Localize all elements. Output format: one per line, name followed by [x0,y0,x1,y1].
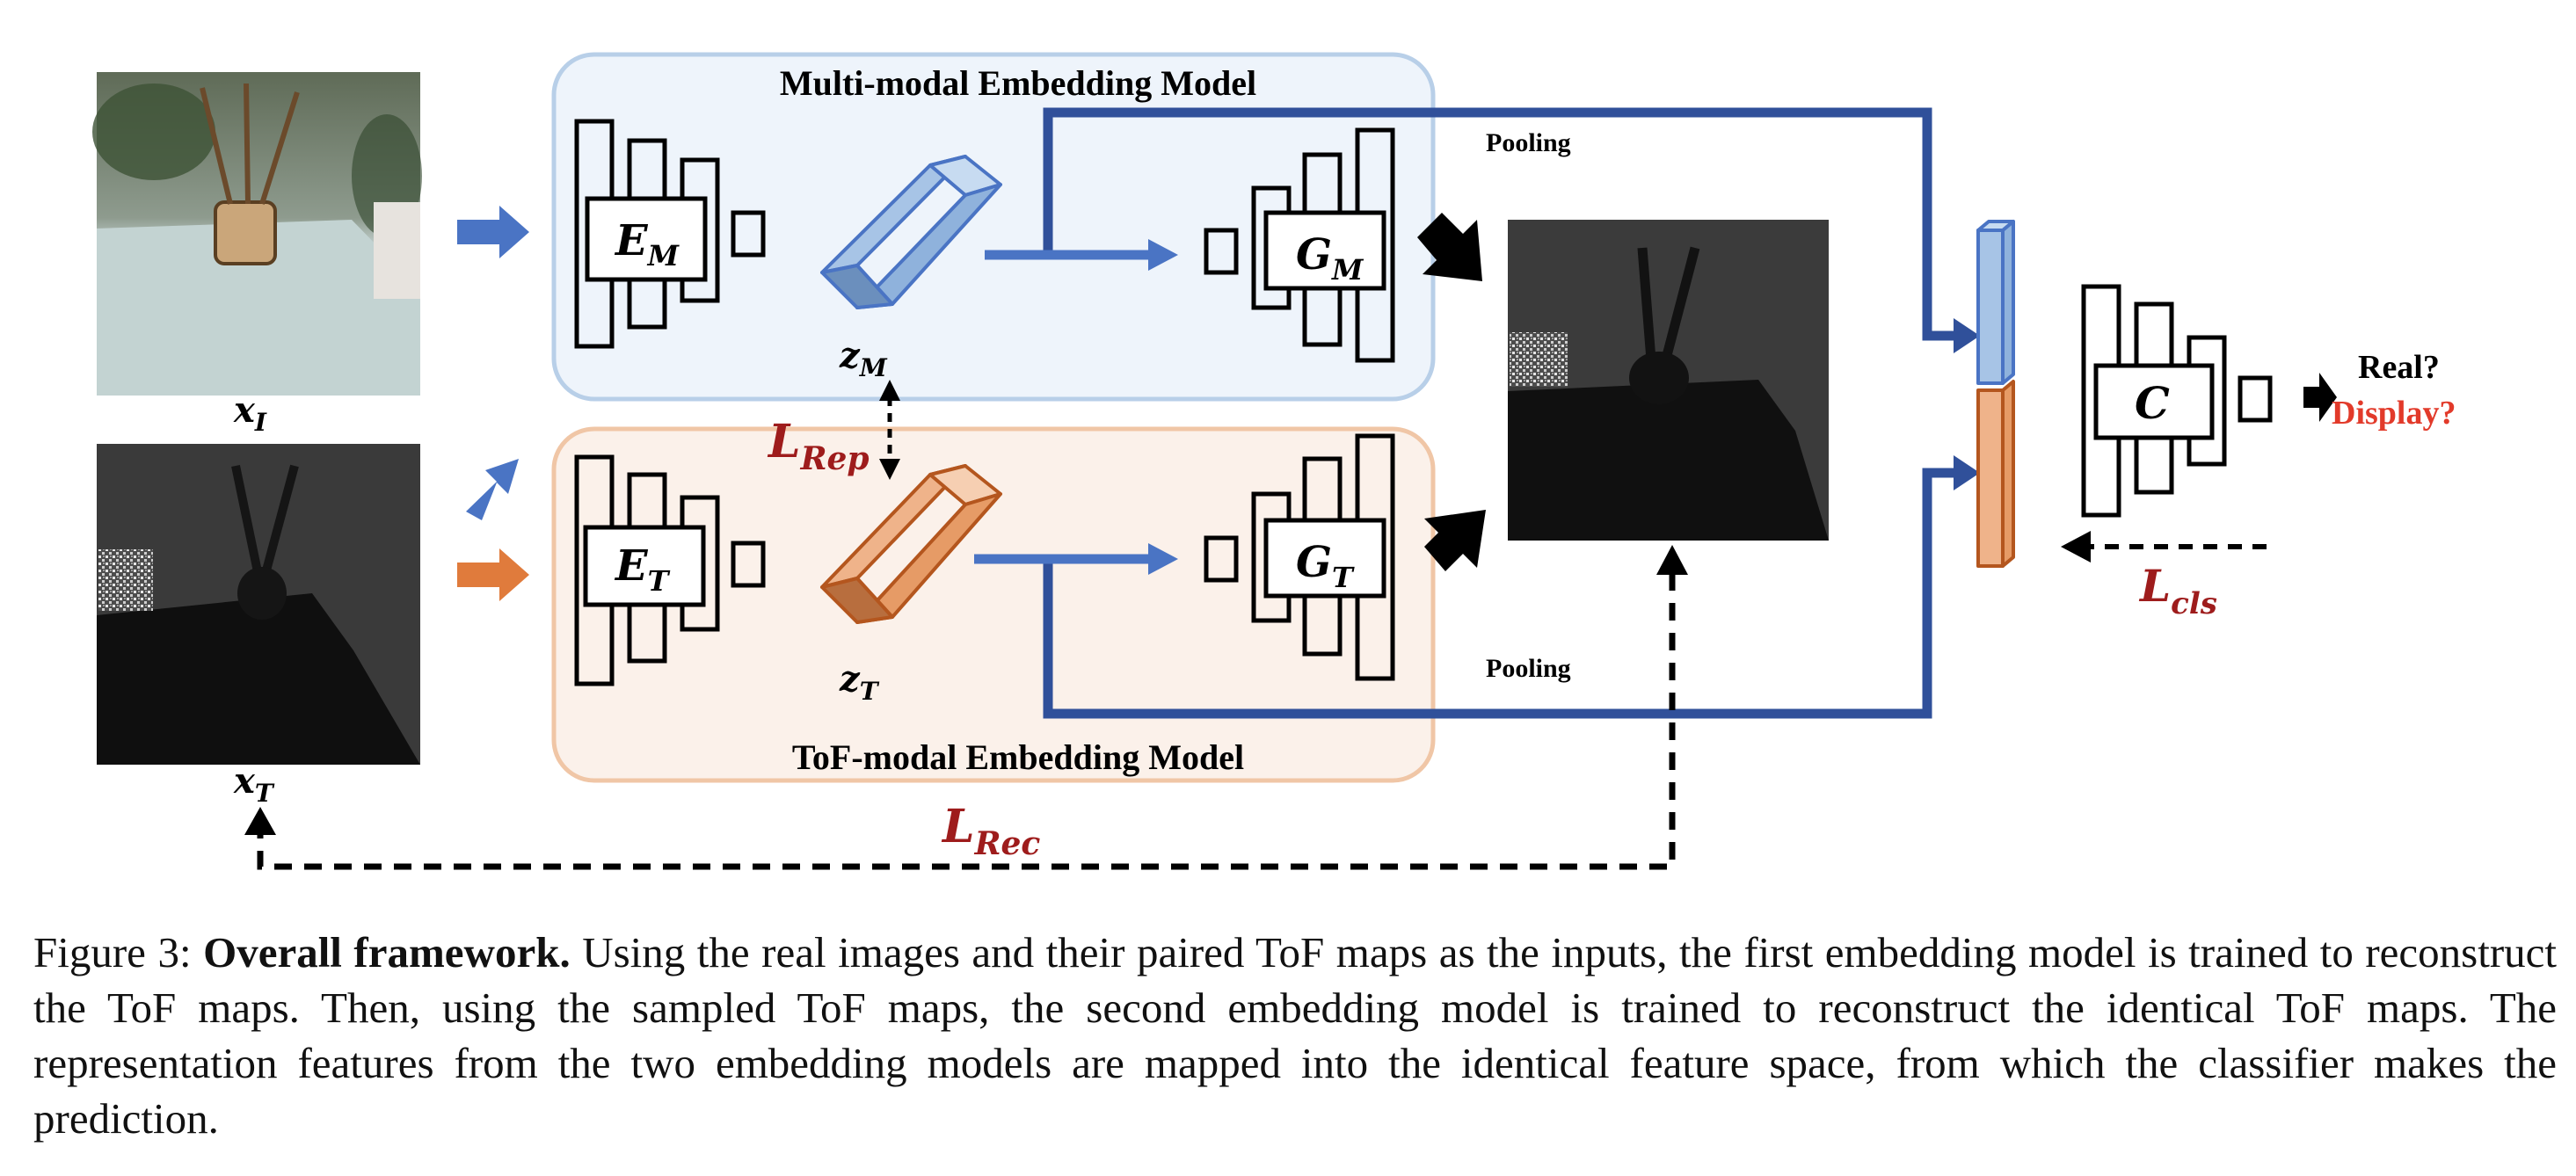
caption-label: Figure 3: [33,928,192,976]
tof-modal-panel [551,426,1436,783]
feature-vector [1976,220,2015,568]
input-tof-label: xT [233,760,275,808]
output-real: Real? [2358,349,2440,386]
classifier-label: C [2135,377,2170,429]
pooling-bottom-label: Pooling [1486,654,1571,683]
loss-rep-label: LRep [767,415,870,477]
framework-figure: Multi-modal Embedding Model ToF-modal Em… [92,52,2456,870]
caption-text: Using the real images and their paired T… [33,928,2558,1143]
multi-modal-title: Multi-modal Embedding Model [780,63,1256,103]
arrow-image-to-multi [457,206,529,258]
latent-t-prism [820,464,1002,624]
input-image-photo [92,72,422,396]
pooling-lines [1043,107,1959,719]
caption-title: Overall framework. [203,928,571,976]
latent-m-prism [820,155,1002,309]
decoder-m-label: GM [1296,230,1364,287]
arrow-to-output [2303,373,2337,422]
encoder-m-label: EM [614,216,680,272]
latent-to-decoder-arrows [974,239,1178,575]
cls-loss-arrow [2061,531,2267,563]
output-display: Display? [2332,395,2456,432]
encoder-t [574,454,766,686]
arrow-gt-to-output [1424,510,1486,571]
decoder-t-label: GT [1296,538,1355,594]
rec-loss-loop [244,545,1688,870]
arrow-tof-to-multi [466,459,519,520]
rep-loss-arrow [879,380,900,480]
loss-rec-label: LRec [941,800,1040,862]
pooling-top-label: Pooling [1486,128,1571,157]
arrow-gm-to-output [1417,213,1482,281]
tof-modal-title: ToF-modal Embedding Model [792,737,1244,777]
decoder-t [1204,433,1395,681]
input-image-label: xI [233,389,267,437]
input-tof-map [97,444,420,765]
decoder-m [1204,127,1395,363]
figure-caption: Figure 3: Overall framework. Using the r… [33,925,2557,1146]
reconstructed-tof-map [1508,220,1829,541]
encoder-m [574,119,766,349]
loss-cls-label: Lcls [2138,560,2217,621]
latent-m-label: zM [839,335,888,382]
classifier [2081,284,2273,518]
encoder-t-label: ET [614,541,671,598]
latent-t-label: zT [839,658,880,706]
pooling-bottom-arrowhead [1954,455,1980,490]
arrow-tof-to-tof [457,548,529,601]
pooling-top-arrowhead [1954,318,1980,353]
